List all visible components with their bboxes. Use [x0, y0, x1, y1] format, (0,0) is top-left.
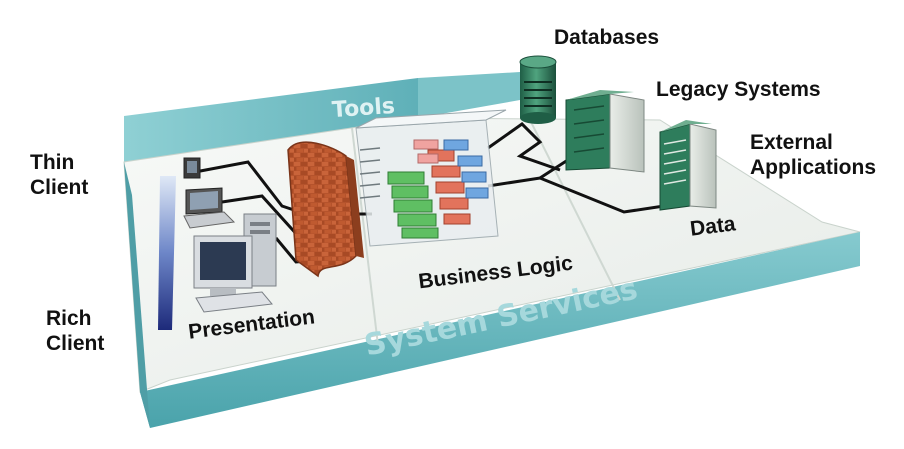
laptop-icon [183, 187, 236, 229]
platform-back-wall-right [418, 72, 520, 118]
thin-client-terminal [183, 157, 201, 179]
platform-left-edge [124, 162, 150, 428]
server-rack-icon [565, 90, 645, 173]
line-to-database [487, 122, 561, 172]
divider-logic-data [529, 119, 621, 301]
database-cylinder-icon [519, 55, 557, 124]
thin-client-label: Thin Client [30, 151, 89, 199]
desktop-computer-icon [193, 213, 277, 313]
legacy-systems-label: Legacy Systems [656, 78, 821, 101]
external-applications-label: External Applications [750, 131, 877, 179]
platform-front-edge [140, 232, 860, 428]
business-logic-block [355, 109, 507, 247]
line-logic-data [487, 176, 665, 214]
brick-wall-icon [287, 141, 364, 278]
platform-back-wall [124, 78, 418, 162]
tools-label: Tools [331, 93, 396, 124]
divider-presentation-logic [351, 127, 379, 346]
server-tower-icon [659, 120, 717, 211]
client-gradient-wedge [158, 176, 176, 330]
databases-label: Databases [554, 26, 660, 49]
rich-client-label: Rich Client [46, 307, 105, 355]
